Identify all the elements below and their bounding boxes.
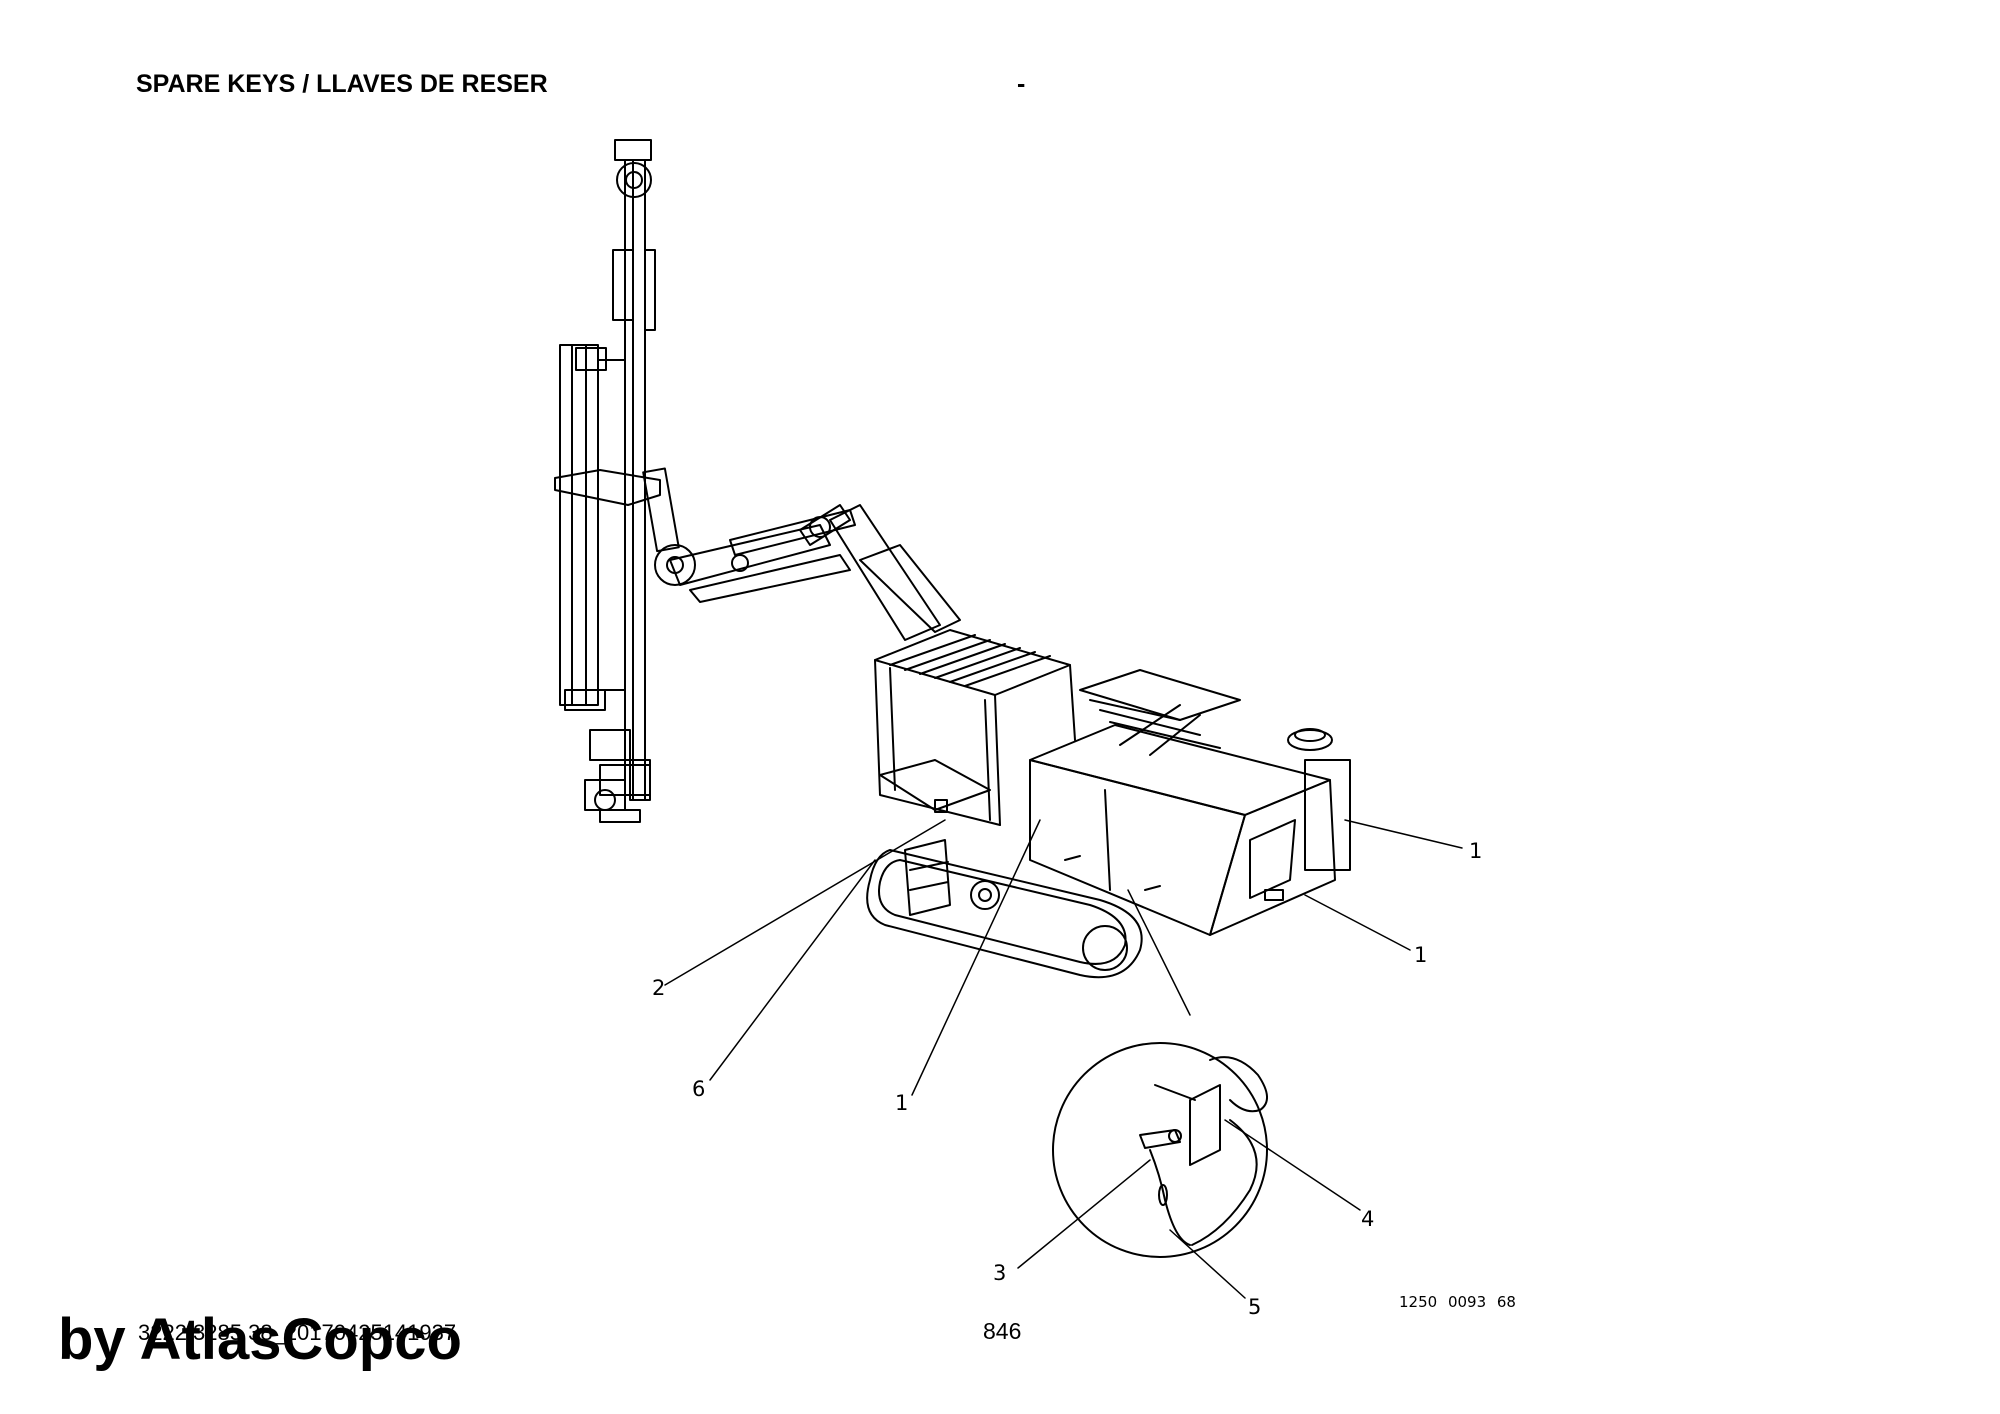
page-title: SPARE KEYS / LLAVES DE RESER xyxy=(136,70,548,98)
operator-cab xyxy=(874,629,1076,826)
callout-4: 4 xyxy=(1361,1207,1374,1231)
callout-1-bottom: 1 xyxy=(895,1091,908,1115)
figure-reference-code: 1250 0093 68 xyxy=(1399,1293,1516,1311)
callout-3: 3 xyxy=(993,1261,1006,1285)
watermark-text: by AtlasCopco xyxy=(58,1307,462,1372)
callout-2: 2 xyxy=(652,976,665,1000)
leader-lines xyxy=(664,819,1463,1299)
detail-circle xyxy=(1052,1042,1268,1258)
page-number: 846 xyxy=(983,1318,1022,1344)
boom xyxy=(642,467,961,641)
engine-housing xyxy=(1029,669,1351,936)
header-dash: - xyxy=(1017,70,1026,98)
callout-1-right: 1 xyxy=(1414,943,1427,967)
mast xyxy=(554,139,661,823)
callout-6: 6 xyxy=(692,1077,705,1101)
callout-1-top: 1 xyxy=(1469,839,1482,863)
document-id: 3222 3285 38_20170425141937 xyxy=(138,1320,457,1345)
crawler-track xyxy=(866,839,1143,979)
callout-labels: 1 1 2 6 1 4 3 5 xyxy=(652,839,1482,1319)
callout-5: 5 xyxy=(1248,1295,1261,1319)
